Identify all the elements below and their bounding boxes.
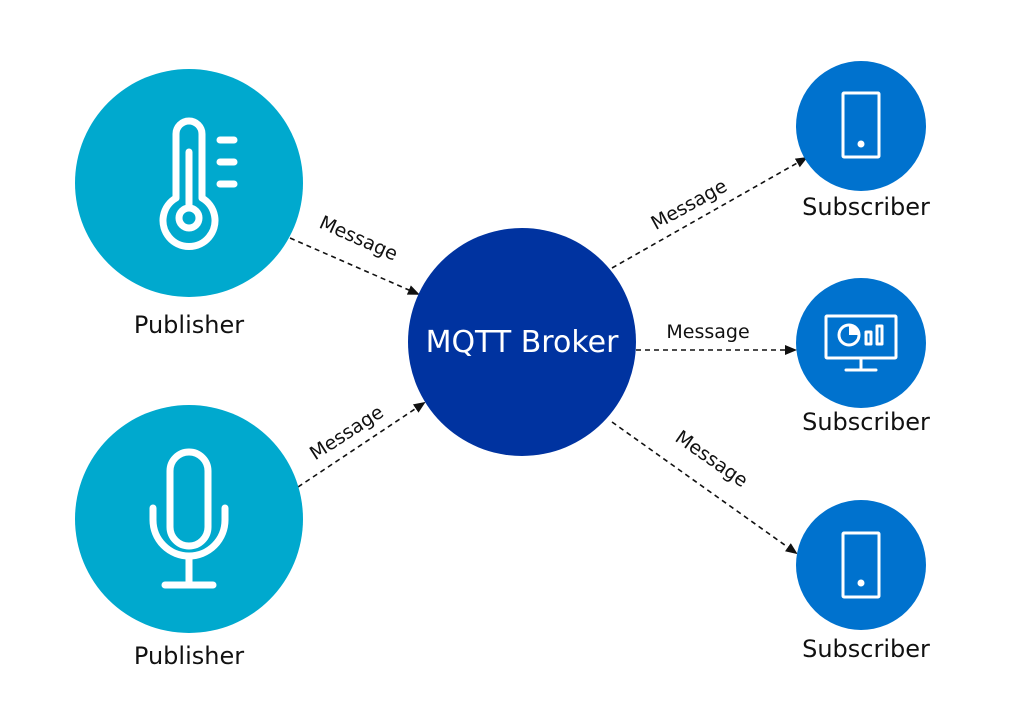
edge-label: Message bbox=[316, 212, 401, 266]
subscriber-node: Subscriber bbox=[796, 61, 930, 221]
smartphone-icon bbox=[841, 531, 881, 599]
edge-broker-to-subscriber-3 bbox=[611, 421, 798, 555]
subscriber-label: Subscriber bbox=[802, 635, 930, 663]
publisher-circle bbox=[75, 405, 303, 633]
smartphone-icon bbox=[841, 91, 881, 159]
broker-label: MQTT Broker bbox=[426, 325, 620, 360]
edge-label: Message bbox=[666, 321, 749, 343]
broker-node: MQTT Broker bbox=[408, 228, 636, 456]
edge-label: Message bbox=[647, 175, 731, 235]
smartphone-button-icon bbox=[857, 140, 865, 148]
pie-slice-icon bbox=[849, 325, 859, 335]
subscriber-circle bbox=[796, 500, 926, 630]
subscriber-node: Subscriber bbox=[796, 278, 930, 436]
edge-label: Message bbox=[671, 426, 752, 492]
subscriber-label: Subscriber bbox=[802, 193, 930, 221]
smartphone-button-icon bbox=[857, 579, 865, 587]
edges bbox=[289, 157, 808, 555]
microphone-icon bbox=[149, 448, 229, 589]
publisher-node: Publisher bbox=[75, 69, 303, 339]
edge-publisher-2-to-broker bbox=[297, 401, 426, 488]
publisher-label: Publisher bbox=[134, 642, 244, 670]
broker-circle bbox=[408, 228, 636, 456]
publisher-label: Publisher bbox=[134, 311, 244, 339]
subscriber-circle bbox=[796, 278, 926, 408]
publisher-node: Publisher bbox=[75, 405, 303, 670]
subscriber-node: Subscriber bbox=[796, 500, 930, 663]
edge-broker-to-subscriber-1 bbox=[611, 157, 808, 269]
thermometer-icon bbox=[159, 117, 238, 250]
subscriber-circle bbox=[796, 61, 926, 191]
subscriber-label: Subscriber bbox=[802, 408, 930, 436]
